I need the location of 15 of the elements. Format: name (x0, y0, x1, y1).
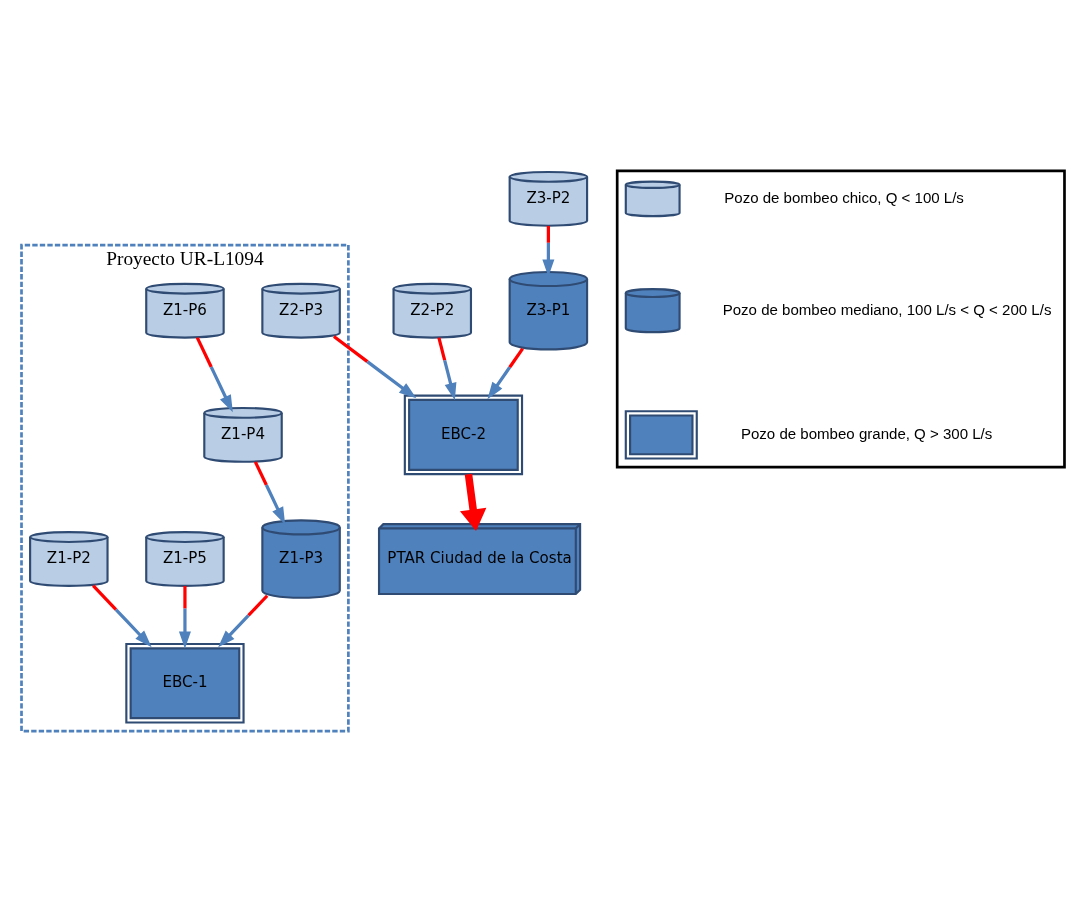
cluster (615, 169, 1066, 468)
legend-label: Pozo de bombeo mediano, 100 L/s < Q < 200 L/s (722, 300, 1052, 318)
arrow (195, 336, 233, 412)
node-box (624, 409, 698, 460)
arrow (92, 584, 152, 647)
arrow (487, 347, 524, 399)
legend-label: Pozo de bombeo chico, Q < 100 L/s (724, 188, 964, 206)
node-box: EBC-1 (125, 642, 245, 724)
arrow (218, 594, 269, 647)
arrow (332, 334, 417, 398)
node-box: EBC-2 (403, 394, 524, 475)
arrow (437, 336, 457, 400)
legend-label: Pozo de bombeo grande, Q > 300 L/s (740, 424, 993, 442)
arrow (253, 460, 286, 524)
arrow (178, 585, 191, 649)
